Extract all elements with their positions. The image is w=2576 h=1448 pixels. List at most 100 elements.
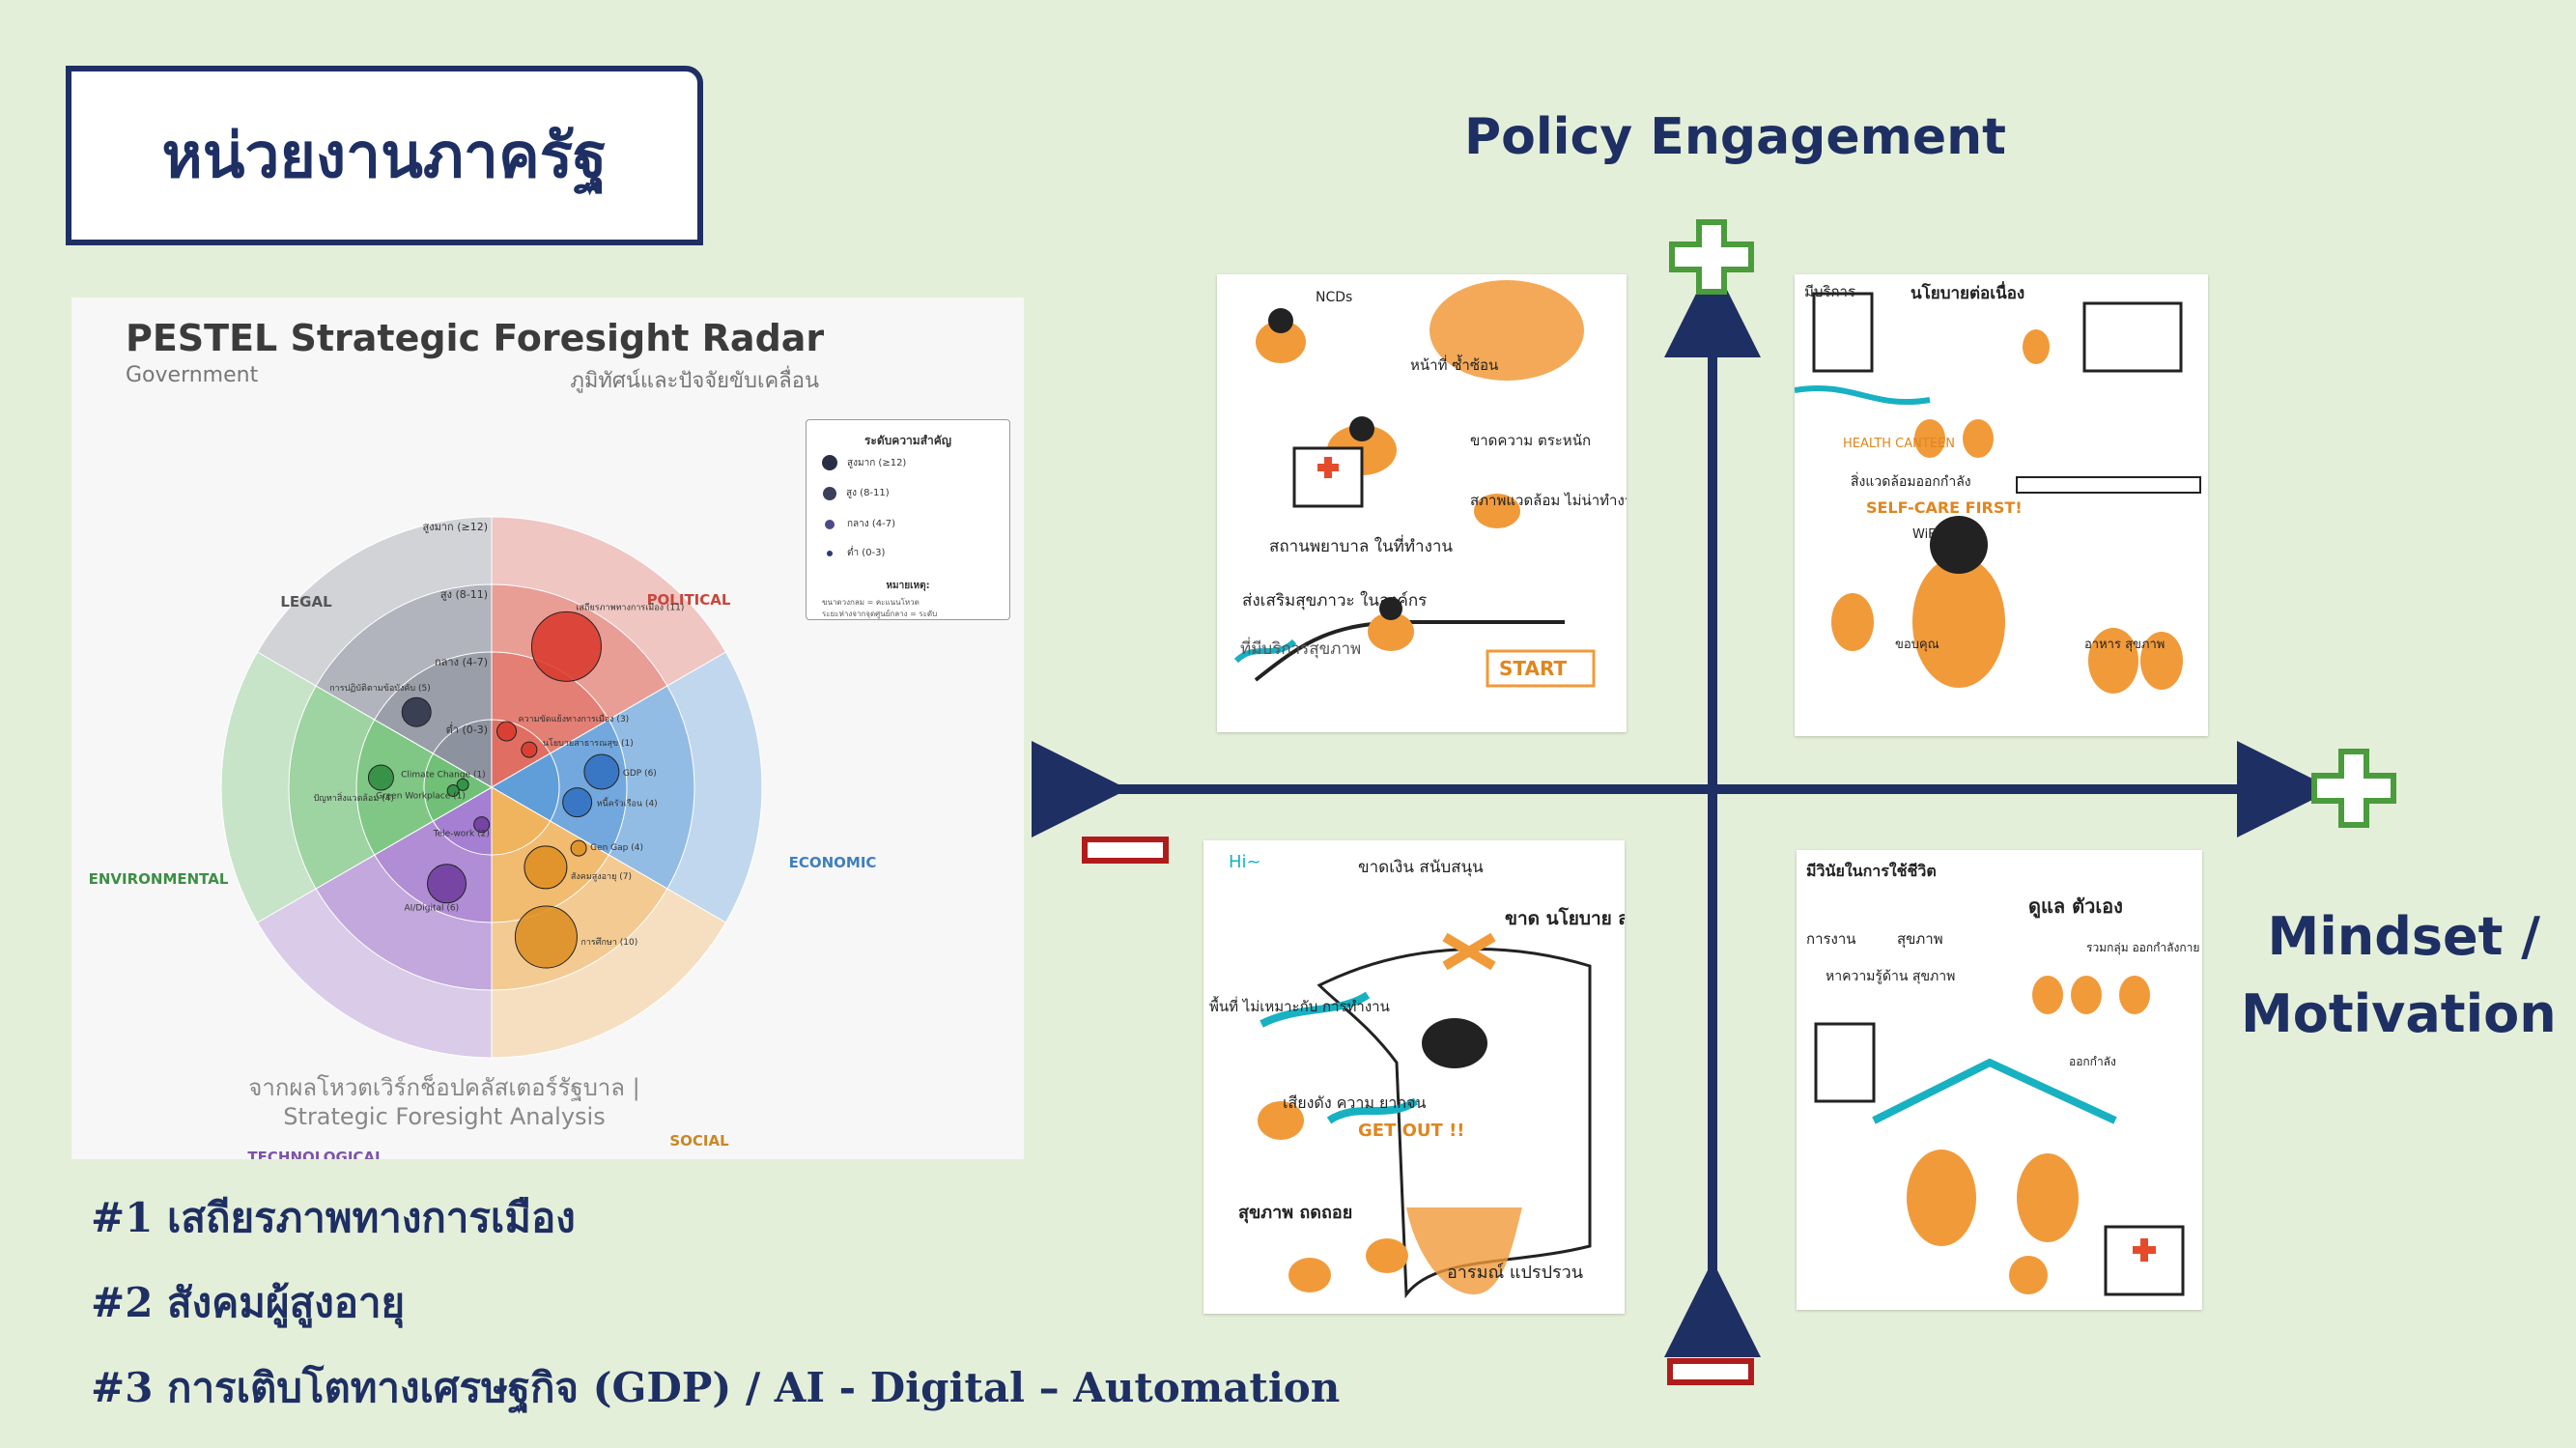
sketch-text: WiFi	[1912, 527, 1939, 542]
sketch-text: ขาด นโยบาย สุขภาพ	[1505, 908, 1625, 929]
radar-footer: Strategic Foresight Analysis	[283, 1103, 606, 1130]
radar-bubble-label: ความขัดแย้งทางการเมือง (3)	[519, 714, 630, 724]
finding-item-1: #1 เสถียรภาพทางการเมือง	[91, 1194, 576, 1241]
radar-subtitle-right: ภูมิทัศน์และปัจจัยขับเคลื่อน	[570, 369, 819, 393]
sketch-illustration	[1233, 280, 1596, 688]
legend-dot-icon	[822, 455, 837, 470]
sketch-illustration	[1795, 292, 2201, 694]
sketch-text: รวมกลุ่ม ออกกำลังกาย	[2086, 941, 2200, 954]
radar-footer: จากผลโหวตเวิร์กช็อปคลัสเตอร์รัฐบาล |	[248, 1074, 640, 1101]
legend-item-high: สูง (8-11)	[822, 486, 890, 500]
radar-sector-technological	[432, 786, 493, 856]
radar-sector-label-economic: ECONOMIC	[789, 854, 877, 871]
sketch-text: สุขภาพ ถดถอย	[1238, 1203, 1353, 1223]
legend-dot-icon	[827, 550, 833, 556]
radar-bubble	[456, 778, 469, 791]
legend-item-low: ต่ำ (0-3)	[822, 546, 885, 560]
sketch-text: อาหาร สุขภาพ	[2084, 638, 2166, 652]
sketch-text: GET OUT !!	[1358, 1121, 1465, 1141]
finding-item-2: #2 สังคมผู้สูงอายุ	[91, 1279, 406, 1326]
slide-title: หน่วยงานภาครัฐ	[161, 120, 608, 192]
sketch-text: SELF-CARE FIRST!	[1866, 498, 2023, 517]
sketch-text: การงาน	[1806, 930, 1856, 948]
sketch-text: ขอบคุณ	[1895, 638, 1939, 652]
radar-bubble-label: เสถียรภาพทางการเมือง (11)	[576, 602, 684, 612]
radar-sector-label-environmental: ENVIRONMENTAL	[89, 870, 229, 888]
sketch-text: มีวินัยในการใช้ชีวิต	[1806, 862, 1937, 880]
legend-item-very-high: สูงมาก (≥12)	[822, 455, 906, 470]
sketch-bottom-right: มีวินัยในการใช้ชีวิต ดูแล ตัวเอง การงาน …	[1797, 850, 2202, 1310]
y-axis-label: Policy Engagement	[1464, 108, 2006, 166]
sketch-text: ส่งเสริมสุขภาวะ ในองค์กร	[1242, 591, 1428, 610]
radar-title: PESTEL Strategic Foresight Radar	[126, 317, 825, 359]
sketch-illustration	[1258, 932, 1592, 1299]
legend-dot-icon	[825, 519, 835, 529]
radar-bubble	[562, 787, 593, 818]
finding-item-3: #3 การเติบโตทางเศรษฐกิจ (GDP) / AI - Dig…	[91, 1364, 1341, 1411]
radar-bubble-label: AI/Digital (6)	[405, 904, 460, 914]
radar-sector-economic	[490, 752, 560, 822]
radar-ring-label: สูงมาก (≥12)	[423, 521, 488, 533]
radar-bubble	[514, 905, 578, 969]
sketch-text: Hi~	[1229, 852, 1261, 872]
sketch-text: พื้นที่ ไม่เหมาะกับ การทำงาน	[1209, 998, 1390, 1015]
sketch-text: HEALTH CANTEEN	[1843, 437, 1955, 451]
radar-bubble-label: Green Workplace (1)	[376, 791, 466, 801]
radar-sector-label-legal: LEGAL	[280, 593, 332, 610]
radar-bubble	[473, 816, 491, 834]
radar-ring-label: กลาง (4-7)	[435, 656, 488, 668]
legend-note-title: หมายเหตุ:	[886, 581, 930, 591]
radar-sector-legal	[432, 719, 493, 788]
pestel-radar-chart: LEGAL POLITICAL ECONOMIC SOCIAL TECHNOLOGICA…	[89, 516, 877, 1159]
radar-ring-label: สูง (8-11)	[440, 588, 488, 601]
sketch-text: ออกกำลัง	[2069, 1055, 2116, 1068]
radar-sector-social	[491, 786, 552, 856]
radar-bubble	[570, 839, 587, 857]
plus-icon	[2311, 749, 2396, 828]
sketch-text: NCDs	[1316, 290, 1353, 305]
radar-sector-label-social: SOCIAL	[669, 1132, 729, 1150]
radar-bubble	[367, 764, 394, 791]
radar-bubble-label: นโยบายสาธารณสุข (1)	[543, 738, 634, 749]
radar-sector-label-technological: TECHNOLOGICAL	[247, 1149, 384, 1159]
radar-bubble	[446, 783, 460, 797]
sketch-text: ที่มีบริการสุขภาพ	[1240, 639, 1362, 659]
radar-bubble	[427, 864, 467, 904]
sketch-text: สิ่งแวดล้อมออกกำลัง	[1851, 474, 1971, 490]
radar-bubble-label: GDP (6)	[623, 769, 657, 779]
minus-icon	[1667, 1358, 1754, 1385]
sketch-text: ดูแล ตัวเอง	[2028, 894, 2123, 918]
radar-bubble	[524, 845, 568, 890]
sketch-top-left: NCDs หน้าที่ ซ้ำซ้อน ขาดความ ตระหนัก สภา…	[1217, 274, 1627, 732]
legend-title: ระดับความสำคัญ	[863, 434, 952, 447]
radar-sector-label-political: POLITICAL	[647, 591, 731, 609]
x-axis-label: Mindset / Motivation	[2241, 906, 2557, 1044]
radar-legend: ระดับความสำคัญ สูงมาก (≥12) สูง (8-11) ก…	[806, 419, 1010, 620]
radar-bubble	[521, 741, 538, 758]
radar-bubble	[530, 610, 602, 682]
sketch-text: START	[1499, 657, 1568, 680]
legend-note: ระยะห่างจากจุดศูนย์กลาง = ระดับ	[822, 610, 938, 618]
minus-icon	[1082, 837, 1169, 864]
radar-bubble	[583, 753, 620, 790]
sketch-illustration	[1814, 976, 2185, 1296]
legend-item-label: สูง (8-11)	[846, 488, 890, 498]
radar-bubble-label: การปฏิบัติตามข้อบังคับ (5)	[329, 683, 431, 694]
radar-bubble-label: หนี้ครัวเรือน (4)	[597, 797, 658, 809]
radar-subtitle-left: Government	[126, 363, 259, 387]
radar-bubble	[401, 696, 432, 727]
sketch-text: เสียงดัง ความ ยากจน	[1283, 1093, 1427, 1112]
legend-item-label: ต่ำ (0-3)	[847, 548, 886, 558]
legend-dot-icon	[823, 486, 836, 500]
legend-item-label: สูงมาก (≥12)	[847, 457, 907, 468]
legend-item-medium: กลาง (4-7)	[822, 517, 895, 531]
sketch-text: ขาดเงิน สนับสนุน	[1358, 858, 1484, 877]
radar-bubble-label: Climate Change (1)	[401, 770, 486, 780]
sketch-text: อารมณ์ แปรปรวน	[1447, 1263, 1584, 1283]
sketch-text: ขาดความ ตระหนัก	[1470, 432, 1592, 449]
sketch-bottom-left: Hi~ ขาดเงิน สนับสนุน ขาด นโยบาย สุขภาพ พ…	[1203, 840, 1625, 1314]
legend-item-label: กลาง (4-7)	[847, 519, 895, 529]
radar-bubble-label: Gen Gap (4)	[590, 843, 643, 853]
radar-bubble	[496, 721, 518, 742]
plus-icon	[1669, 219, 1754, 295]
